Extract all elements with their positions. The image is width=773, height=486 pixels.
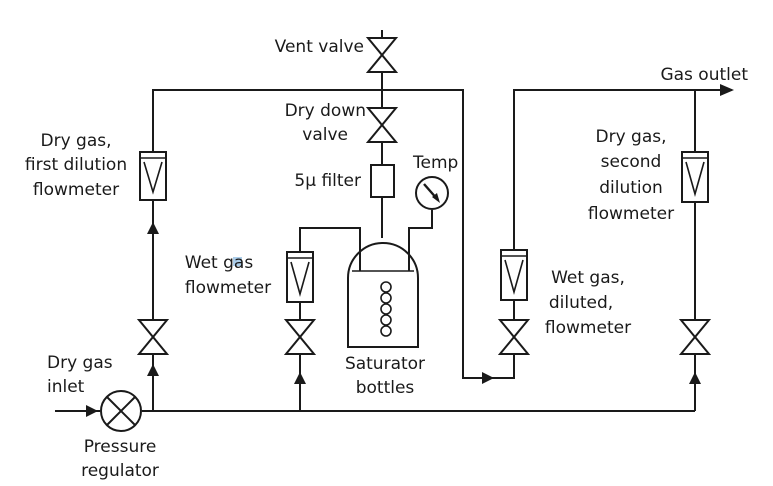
arrow-wet-gas-up xyxy=(294,372,306,384)
label-filter: 5μ filter xyxy=(294,171,361,191)
cursor-highlight xyxy=(233,257,242,266)
saturator-bottles xyxy=(347,242,419,348)
temp-gauge-icon xyxy=(415,176,449,210)
label-second-dilution-line1: Dry gas, xyxy=(595,127,666,147)
label-saturator-line2: bottles xyxy=(356,378,415,398)
label-wet-gas-diluted-line2: diluted, xyxy=(549,293,613,313)
valve-second-dilution xyxy=(678,319,712,355)
label-dry-gas-inlet-line1: Dry gas xyxy=(47,353,113,373)
arrow-first-dilution-up xyxy=(147,222,159,234)
label-first-dilution-line1: Dry gas, xyxy=(40,131,111,151)
label-dry-down-line2: valve xyxy=(302,125,348,145)
arrow-gas-outlet xyxy=(720,84,734,96)
label-wet-gas-line2: flowmeter xyxy=(185,278,271,298)
diluted-wet-gas-line xyxy=(492,89,732,379)
label-pressure-regulator-line1: Pressure xyxy=(84,437,157,457)
label-wet-gas-diluted-line1: Wet gas, xyxy=(551,268,625,288)
label-temp: Temp xyxy=(412,153,458,173)
arrow-second-dilution-up xyxy=(689,372,701,384)
label-second-dilution-line2: second xyxy=(601,152,662,172)
arrow-to-diluted xyxy=(482,372,494,384)
label-wet-gas-diluted-line3: flowmeter xyxy=(545,318,631,338)
valve-wet-gas-diluted xyxy=(497,319,531,355)
label-dry-gas-inlet-line2: inlet xyxy=(47,377,85,397)
label-pressure-regulator-line2: regulator xyxy=(81,461,159,481)
valve-dry-down xyxy=(365,107,399,143)
flowmeter-first-dilution xyxy=(139,151,167,201)
valve-wet-gas xyxy=(283,319,317,355)
label-first-dilution-line2: first dilution xyxy=(25,155,127,175)
filter-5u xyxy=(370,164,395,198)
arrow-first-dilution-up-low xyxy=(147,364,159,376)
label-wet-gas-line1: Wet gas xyxy=(185,253,254,273)
label-second-dilution-line3: dilution xyxy=(599,178,663,198)
label-second-dilution-line4: flowmeter xyxy=(588,204,674,224)
temp-line xyxy=(408,210,433,250)
flowmeter-wet-gas xyxy=(286,251,314,303)
pressure-regulator-icon xyxy=(100,390,142,432)
label-saturator-line1: Saturator xyxy=(345,354,425,374)
valve-vent xyxy=(365,37,399,73)
labels: Vent valve Gas outlet Dry down valve 5μ … xyxy=(25,37,748,481)
flow-arrows xyxy=(86,84,734,417)
label-first-dilution-line3: flowmeter xyxy=(33,180,119,200)
valve-first-dilution xyxy=(136,319,170,355)
label-gas-outlet: Gas outlet xyxy=(660,65,748,85)
flowmeter-second-dilution xyxy=(681,151,709,203)
label-vent-valve: Vent valve xyxy=(275,37,364,57)
label-dry-down-line1: Dry down xyxy=(285,101,366,121)
flowmeter-wet-gas-diluted xyxy=(500,249,528,301)
arrow-inlet xyxy=(86,405,98,417)
